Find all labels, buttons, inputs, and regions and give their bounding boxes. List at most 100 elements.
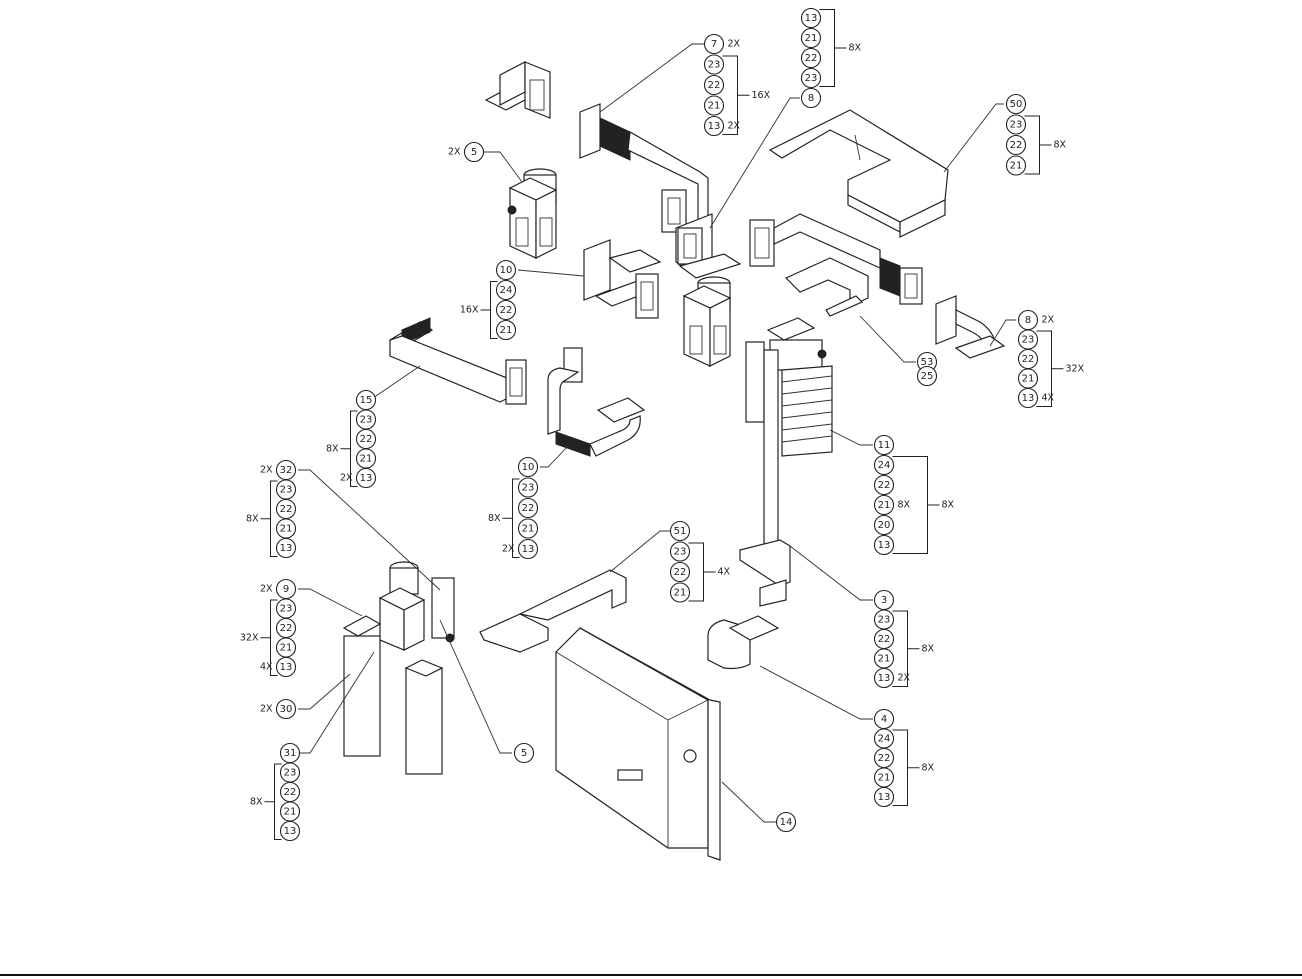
balloon-number: 13: [280, 543, 293, 554]
quantity-bracket: [264, 763, 282, 840]
group-quantity: 8X: [488, 513, 501, 524]
balloon-item: 3: [873, 589, 895, 611]
group-quantity: 8X: [942, 500, 955, 511]
balloon-number: 14: [780, 817, 793, 828]
group-quantity: 32X: [1066, 363, 1085, 374]
balloon-number: 21: [280, 643, 293, 654]
balloon-item: 7: [703, 33, 725, 55]
group-quantity: 16X: [752, 90, 771, 101]
part-coupler-4: [707, 615, 780, 670]
item-quantity: 8X: [898, 500, 911, 511]
balloon-item: 22: [517, 497, 539, 519]
balloon-number: 13: [284, 826, 297, 837]
balloon-item: 21: [1017, 368, 1039, 389]
balloon-number: 13: [522, 544, 535, 555]
part-elbow-8: [935, 295, 1006, 359]
part-waveguide-15: [388, 317, 527, 405]
part-heatsink-11: [739, 317, 833, 607]
item-quantity: 2X: [260, 704, 273, 715]
balloon-item: 23: [800, 67, 822, 89]
balloon-number: 22: [878, 480, 891, 491]
balloon-number: 21: [878, 773, 891, 784]
balloon-number: 21: [522, 524, 535, 535]
balloon-item: 22: [873, 628, 895, 650]
balloon-number: 13: [1022, 393, 1035, 404]
balloon-item: 13: [873, 667, 895, 689]
balloon-item: 22: [1005, 134, 1027, 156]
balloon-number: 23: [280, 485, 293, 496]
item-quantity: 2X: [260, 465, 273, 476]
balloon-item: 21: [1005, 155, 1027, 176]
balloon-number: 24: [878, 460, 891, 471]
quantity-bracket: [260, 480, 278, 557]
balloon-number: 24: [878, 734, 891, 745]
quantity-bracket: [260, 599, 278, 676]
balloon-item: 22: [275, 617, 297, 639]
item-quantity: 2X: [260, 584, 273, 595]
balloon-item: 13: [355, 467, 377, 489]
quantity-bracket: [340, 410, 358, 487]
balloon-item: 51: [669, 520, 691, 542]
part-isolator-5-upper: [507, 168, 558, 259]
balloon-item: 13: [279, 820, 301, 842]
callout-group-g10b: 10 23 22 21 13 2X 8X: [488, 456, 539, 560]
item-quantity: 2X: [340, 473, 353, 484]
part-waveguide-7: [579, 103, 742, 279]
balloon-item: 20: [873, 514, 895, 536]
balloon-number: 21: [1010, 161, 1023, 172]
balloon-item: 22: [800, 47, 822, 69]
balloon-item: 10: [517, 456, 539, 478]
quantity-bracket: [502, 478, 520, 558]
balloon-item: 23: [517, 477, 539, 498]
balloon-item: 21: [275, 518, 297, 539]
balloon-item: 23: [703, 54, 725, 75]
balloon-item: 30: [275, 698, 297, 720]
callout-group-g5a: 52X: [448, 141, 485, 163]
balloon-number: 22: [284, 787, 297, 798]
quantity-bracket: [480, 281, 498, 339]
balloon-number: 53: [921, 357, 934, 368]
balloon-item: 23: [669, 541, 691, 562]
quantity-bracket: [1024, 115, 1052, 175]
balloon-number: 21: [708, 101, 721, 112]
balloon-item: 21: [279, 801, 301, 822]
balloon-number: 21: [500, 325, 513, 336]
balloon-item: 22: [1017, 348, 1039, 370]
quantity-bracket: [892, 610, 920, 687]
balloon-item: 23: [355, 409, 377, 430]
balloon-item: 14: [775, 811, 797, 833]
balloon-item: 9: [275, 578, 297, 600]
callout-group-g5b: 5: [513, 742, 535, 764]
balloon-number: 22: [1010, 140, 1023, 151]
balloon-item: 23: [275, 479, 297, 500]
balloon-item: 22: [355, 428, 377, 450]
balloon-number: 8: [808, 93, 814, 104]
balloon-number: 23: [360, 415, 373, 426]
balloon-number: 22: [878, 753, 891, 764]
balloon-number: 13: [878, 540, 891, 551]
group-quantity: 16X: [460, 305, 479, 316]
balloon-item: 13: [873, 786, 895, 808]
balloon-number: 23: [1022, 335, 1035, 346]
balloon-item: 23: [873, 609, 895, 630]
balloon-number: 3: [881, 595, 887, 606]
balloon-number: 9: [283, 584, 289, 595]
item-quantity: 2X: [502, 544, 515, 555]
balloon-number: 23: [878, 615, 891, 626]
balloon-number: 22: [522, 503, 535, 514]
balloon-item: 22: [703, 74, 725, 96]
balloon-number: 23: [674, 547, 687, 558]
balloon-item: 50: [1005, 93, 1027, 115]
balloon-number: 10: [522, 462, 535, 473]
balloon-item: 23: [279, 762, 301, 783]
balloon-item: 21: [703, 95, 725, 116]
part-bracket-51: [479, 569, 627, 653]
